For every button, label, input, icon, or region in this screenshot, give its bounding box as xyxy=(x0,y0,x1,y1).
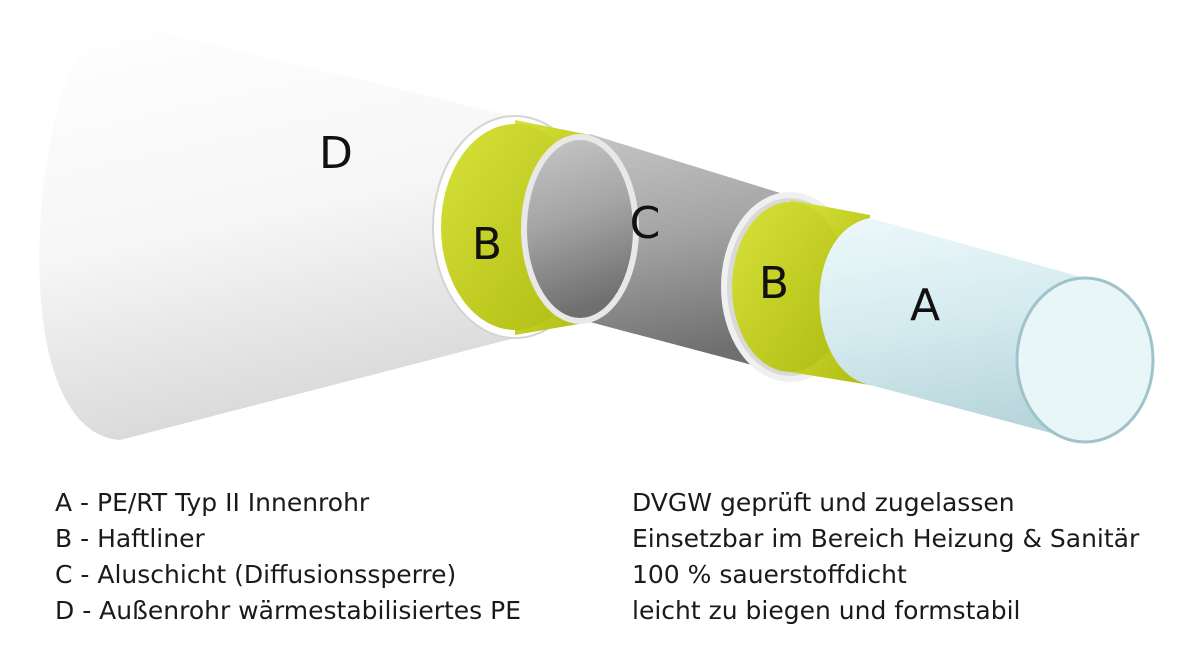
label-a: A xyxy=(910,280,940,331)
layer-legend: A - PE/RT Typ II Innenrohr B - Haftliner… xyxy=(55,485,521,629)
feature-item-oxygen: 100 % sauerstoffdicht xyxy=(632,560,907,589)
label-b-outer: B xyxy=(472,219,502,270)
feature-item-bending: leicht zu biegen und formstabil xyxy=(632,596,1021,625)
pipe-cross-section-diagram: D B C B A xyxy=(39,22,1155,444)
label-d: D xyxy=(319,128,353,179)
feature-list: DVGW geprüft und zugelassen Einsetzbar i… xyxy=(632,485,1139,629)
legend-item-c: C - Aluschicht (Diffusionssperre) xyxy=(55,560,457,589)
label-b-inner: B xyxy=(759,258,789,309)
legend-item-b: B - Haftliner xyxy=(55,524,205,553)
legend-item-d: D - Außenrohr wärmestabilisiertes PE xyxy=(55,596,522,625)
feature-item-dvgw: DVGW geprüft und zugelassen xyxy=(632,488,1015,517)
layer-a-inner-pipe xyxy=(819,218,1155,444)
label-c: C xyxy=(630,198,661,249)
legend-item-a: A - PE/RT Typ II Innenrohr xyxy=(55,488,370,517)
feature-item-usage: Einsetzbar im Bereich Heizung & Sanitär xyxy=(632,524,1140,553)
